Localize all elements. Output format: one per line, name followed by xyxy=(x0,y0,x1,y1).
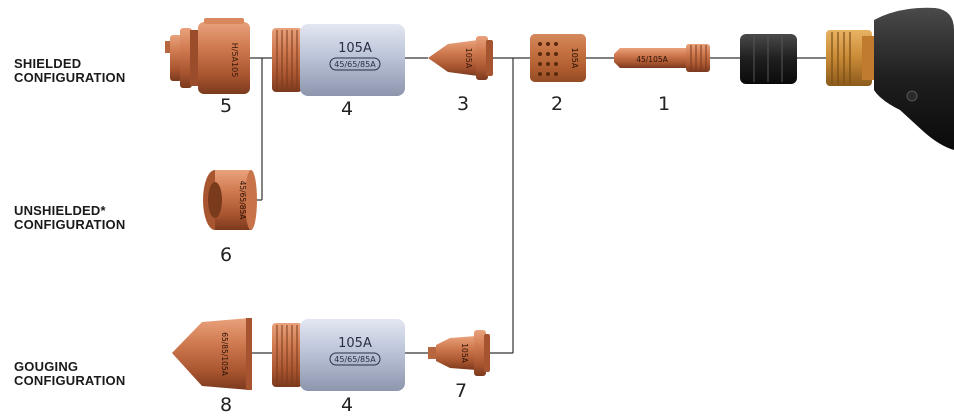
part-number-7: 7 xyxy=(454,380,468,402)
torch-head xyxy=(826,7,954,150)
cap-4-bottom-amp: 105A xyxy=(338,336,372,351)
part-number-1: 1 xyxy=(657,93,671,115)
electrode-part-1: 45/105A xyxy=(614,44,710,72)
shielded-configuration-label: SHIELDED CONFIGURATION xyxy=(14,57,125,85)
part-number-3: 3 xyxy=(456,93,470,115)
gouge-shield-8-marking: 65/85/105A xyxy=(220,332,229,376)
shield-part-5: H/5A105 xyxy=(165,18,250,94)
deflector-6-marking: 45/65/85A xyxy=(238,181,247,221)
cap-4-bottom-range: 45/65/85A xyxy=(334,355,376,364)
part-number-8: 8 xyxy=(219,394,233,416)
gouging-shield-part-8: 65/85/105A xyxy=(172,318,252,390)
unshielded-label-line1: UNSHIELDED* xyxy=(14,203,106,218)
retaining-cap-part-4-bottom: 105A 45/65/85A xyxy=(272,319,405,391)
shielded-label-line1: SHIELDED xyxy=(14,56,82,71)
nozzle-7-marking: 105A xyxy=(460,343,469,363)
connector-lines xyxy=(250,57,826,354)
shield-5-marking: H/5A105 xyxy=(230,43,239,78)
gouging-configuration-label: GOUGING CONFIGURATION xyxy=(14,360,125,388)
unshielded-label-line2: CONFIGURATION xyxy=(14,217,126,232)
retaining-cap-part-4-top: 105A 45/65/85A xyxy=(272,24,405,96)
part-number-2: 2 xyxy=(550,93,564,115)
part-number-6: 6 xyxy=(219,244,233,266)
cap-4-top-amp: 105A xyxy=(338,41,372,56)
gouging-nozzle-part-7: 105A xyxy=(428,330,490,376)
electrode-1-marking: 45/105A xyxy=(636,55,668,64)
swirl-ring-part-2: 105A xyxy=(530,34,586,82)
gouging-label-line1: GOUGING xyxy=(14,359,79,374)
nozzle-3-marking: 105A xyxy=(464,48,473,69)
unshielded-configuration-label: UNSHIELDED* CONFIGURATION xyxy=(14,204,125,232)
swirl-2-marking: 105A xyxy=(570,48,579,69)
cap-4-top-range: 45/65/85A xyxy=(334,60,376,69)
shielded-label-line2: CONFIGURATION xyxy=(14,70,126,85)
gouging-label-line2: CONFIGURATION xyxy=(14,373,126,388)
part-number-4-top: 4 xyxy=(340,98,354,120)
deflector-part-6: 45/65/85A xyxy=(203,170,257,230)
nozzle-part-3: 105A xyxy=(428,36,493,80)
part-number-5: 5 xyxy=(219,95,233,117)
insulator-sleeve xyxy=(740,34,797,84)
part-number-4-bottom: 4 xyxy=(340,394,354,416)
